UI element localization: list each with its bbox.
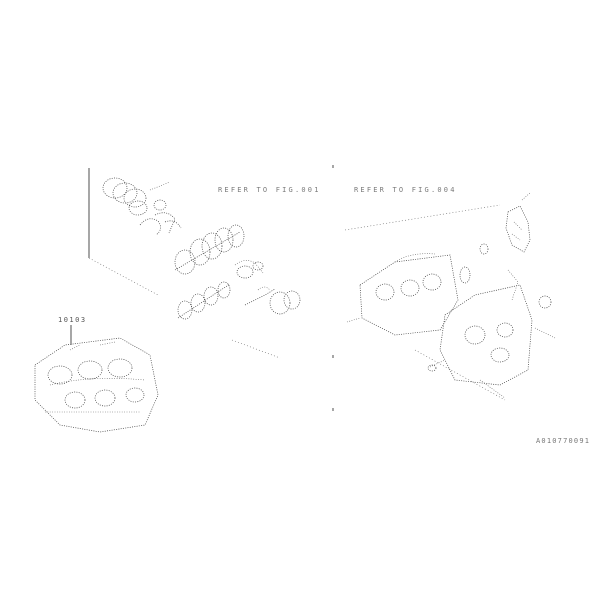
leader-lines <box>70 165 506 411</box>
piston-assembly-drawing <box>102 177 182 236</box>
oil-pump-cover-drawing <box>505 192 531 253</box>
engine-block-drawing <box>34 337 159 433</box>
camshaft-drawing <box>177 281 301 320</box>
cylinder-block-drawing <box>346 243 489 336</box>
figure-code-label: A010770091 <box>536 437 591 445</box>
crankshaft-drawing <box>174 224 264 279</box>
timing-cover-drawing <box>427 269 556 399</box>
left-bracket <box>88 168 159 296</box>
reference-label-left: REFER TO FIG.001 <box>218 186 321 194</box>
reference-label-right: REFER TO FIG.004 <box>354 186 457 194</box>
part-number-label: 10103 <box>58 316 87 324</box>
